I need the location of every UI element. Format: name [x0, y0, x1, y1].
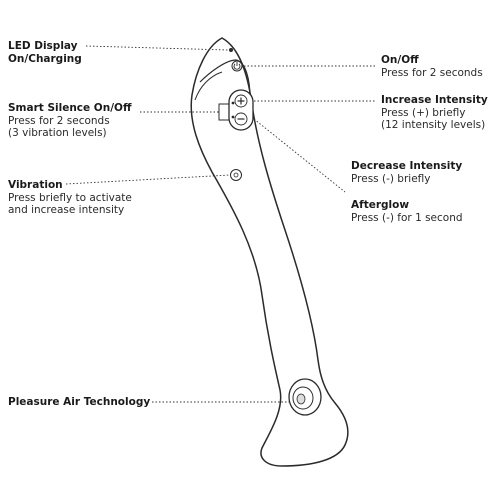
increase-desc-line2: (12 intensity levels) [381, 119, 486, 131]
leader-decrease [253, 118, 346, 193]
callout-increase: Increase Intensity Press (+) briefly (12… [381, 94, 488, 132]
callout-onoff: On/Off Press for 2 seconds [381, 54, 483, 79]
afterglow-desc: Press (-) for 1 second [351, 211, 463, 224]
smart-silence-bracket [218, 103, 230, 121]
vibration-desc-line2: and increase intensity [8, 204, 125, 216]
power-icon[interactable] [231, 60, 243, 72]
smart-desc-line1: Press for 2 seconds [8, 114, 110, 127]
increase-title: Increase Intensity [381, 94, 488, 106]
device-outline [190, 37, 349, 467]
minus-icon[interactable] [234, 112, 248, 126]
led-title-line1: LED Display [8, 40, 78, 52]
callout-vibration: Vibration Press briefly to activate and … [8, 179, 132, 217]
onoff-desc: Press for 2 seconds [381, 66, 483, 79]
vibration-desc-line1: Press briefly to activate [8, 191, 132, 204]
increase-desc-line1: Press (+) briefly [381, 106, 466, 119]
afterglow-title: Afterglow [351, 199, 410, 211]
leader-led [85, 45, 229, 51]
decrease-title: Decrease Intensity [351, 160, 463, 172]
callout-pleasure-air: Pleasure Air Technology [8, 396, 150, 409]
callout-smart-silence: Smart Silence On/Off Press for 2 seconds… [8, 102, 131, 140]
smart-title: Smart Silence On/Off [8, 102, 132, 114]
plus-icon[interactable] [234, 94, 248, 108]
onoff-title: On/Off [381, 54, 419, 66]
callout-afterglow: Afterglow Press (-) for 1 second [351, 199, 463, 224]
led-dot-icon [229, 48, 233, 52]
vibration-title: Vibration [8, 179, 63, 191]
vibration-icon[interactable] [230, 169, 242, 181]
pleasure-title: Pleasure Air Technology [8, 396, 151, 408]
device-inner-contour [199, 59, 251, 99]
smart-desc-line2: (3 vibration levels) [8, 127, 107, 139]
pleasure-air-nozzle [288, 378, 322, 416]
device-inner-contour-2 [194, 71, 223, 101]
callout-led: LED Display On/Charging [8, 40, 82, 65]
pad-dot-bottom [231, 115, 235, 119]
pad-dot-top [231, 101, 235, 105]
leader-vibration [65, 174, 231, 185]
decrease-desc: Press (-) briefly [351, 172, 431, 185]
led-title-line2: On/Charging [8, 52, 82, 65]
callout-decrease: Decrease Intensity Press (-) briefly [351, 160, 462, 185]
